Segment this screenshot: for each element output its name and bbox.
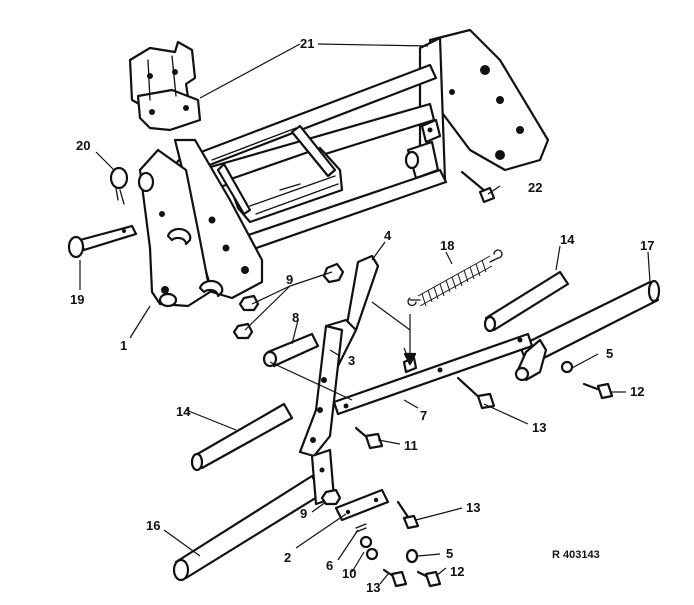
part-10-washer: [359, 535, 379, 561]
label-5-upper: 5: [606, 346, 613, 361]
part-7-link-bar: [332, 332, 534, 416]
label-4: 4: [384, 228, 392, 243]
part-13-bolt-bottom: [382, 568, 408, 588]
part-9-nut-lower: [320, 488, 342, 506]
part-20-lynch-pin: [109, 166, 129, 205]
drawing-reference: R 403143: [552, 549, 600, 561]
part-12-bolt-upper: [582, 382, 614, 400]
label-13-plate: 13: [466, 500, 480, 515]
label-16: 16: [146, 518, 160, 533]
label-2: 2: [284, 550, 291, 565]
frame-pin-block: [404, 118, 442, 180]
label-19: 19: [70, 292, 84, 307]
label-18: 18: [440, 238, 454, 253]
label-10: 10: [342, 566, 356, 581]
label-14-left: 14: [176, 404, 191, 419]
spring-arrow: [403, 352, 417, 366]
label-13-bottom: 13: [366, 580, 380, 595]
label-17: 17: [640, 238, 654, 253]
part-11-bolt: [354, 426, 384, 450]
label-22: 22: [528, 180, 542, 195]
label-3: 3: [348, 353, 355, 368]
label-14-upper: 14: [560, 232, 575, 247]
label-12-lower: 12: [450, 564, 464, 579]
part-19-hitch-pin: [67, 224, 138, 259]
part-21-bracket-loose: [128, 40, 202, 132]
label-21: 21: [300, 36, 314, 51]
part-14-rod-upper: [483, 270, 570, 333]
frame-right-plate: [418, 28, 550, 188]
part-5-washer-lower: [405, 548, 419, 564]
frame-center-tray: [211, 124, 344, 224]
part-2-plate: [334, 488, 390, 522]
label-6: 6: [326, 558, 333, 573]
label-11: 11: [404, 438, 418, 453]
part-16-shaft: [172, 474, 324, 582]
label-13-middle: 13: [532, 420, 546, 435]
label-9-lower: 9: [300, 506, 307, 521]
label-8: 8: [292, 310, 299, 325]
label-20: 20: [76, 138, 90, 153]
part-13-bolt-plate: [396, 500, 420, 530]
label-7: 7: [420, 408, 427, 423]
frame-left-plate: [137, 138, 264, 308]
part-clevis-right: [514, 338, 548, 382]
part-12-bolt-bottom: [416, 570, 442, 588]
label-12-upper: 12: [630, 384, 644, 399]
label-9-upper: 9: [286, 272, 293, 287]
part-8-pin: [262, 332, 320, 368]
part-5-washer-upper: [560, 360, 574, 374]
part-13-bolt-middle: [456, 376, 496, 410]
label-1: 1: [120, 338, 127, 353]
part-22-bolt: [460, 170, 496, 204]
callout-labels: 1 2 3 4 5 5 6 7 8 9 9 10 11 12 12 13 13 …: [70, 36, 654, 595]
part-14-rod-left: [190, 402, 294, 472]
label-5-lower: 5: [446, 546, 453, 561]
part-18-spring: [407, 249, 503, 307]
leader-lines: [79, 43, 651, 585]
